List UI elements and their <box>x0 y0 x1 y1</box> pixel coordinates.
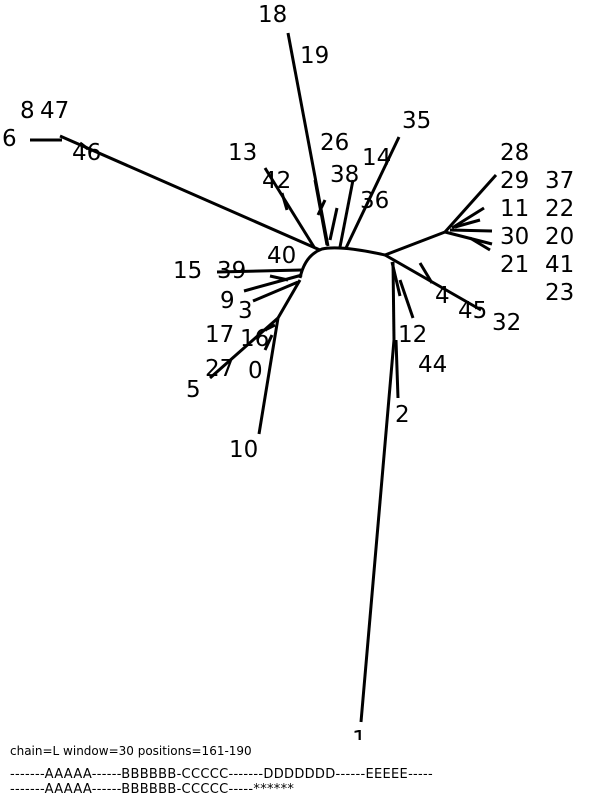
leaf-label: 30 <box>500 224 529 250</box>
leaf-label: 15 <box>173 258 202 284</box>
branch-2 <box>394 339 400 399</box>
branch-tip <box>451 206 485 230</box>
sequence-line-2: -------AAAAA------BBBBBB-CCCCC-----*****… <box>10 782 295 797</box>
leaf-label: 21 <box>500 252 529 278</box>
leaf-label: 37 <box>545 168 574 194</box>
leaf-label: 46 <box>72 140 101 166</box>
leaf-labels: 1 2 12 44 4 45 32 28 29 37 11 22 30 20 4… <box>2 2 574 740</box>
leaf-label: 2 <box>395 402 410 428</box>
leaf-label: 40 <box>267 243 296 269</box>
branch-3 <box>252 280 299 303</box>
leaf-label: 13 <box>228 140 257 166</box>
branch-13-42 <box>263 167 316 248</box>
branch-1 <box>359 339 396 723</box>
branch-9 <box>243 273 303 293</box>
core-arc <box>298 246 386 279</box>
leaf-label: 29 <box>500 168 529 194</box>
leaf-label: 45 <box>458 298 487 324</box>
leaf-label: 6 <box>2 126 17 152</box>
branch-tip <box>264 323 276 332</box>
leaf-label: 32 <box>492 310 521 336</box>
leaf-label: 5 <box>186 377 201 403</box>
leaf-label: 39 <box>217 258 246 284</box>
branch-38 <box>328 207 339 241</box>
branch-32 <box>384 253 482 312</box>
branch-right <box>384 230 446 257</box>
branch-10 <box>257 317 280 435</box>
leaf-label: 44 <box>418 352 447 378</box>
leaf-label: 41 <box>545 252 574 278</box>
leaf-label: 28 <box>500 140 529 166</box>
branch-tip <box>79 141 89 151</box>
leaf-label: 38 <box>330 162 359 188</box>
branch-tip <box>454 218 481 229</box>
leaf-label: 42 <box>262 168 291 194</box>
leaf-label: 26 <box>320 130 349 156</box>
leaf-label: 23 <box>545 280 574 306</box>
branch-lower-left <box>276 279 302 319</box>
leaf-label: 14 <box>362 145 391 171</box>
branch-1-2 <box>391 261 396 341</box>
branch-tip <box>444 230 493 246</box>
leaf-label: 9 <box>220 288 235 314</box>
branch-6-8-47-46 <box>59 134 321 252</box>
branch-tip <box>316 199 327 216</box>
leaf-label: 20 <box>545 224 574 250</box>
leaf-label: 4 <box>435 283 450 309</box>
leaf-label: 36 <box>360 188 389 214</box>
leaf-label: 11 <box>500 196 529 222</box>
tree-branches <box>30 32 498 723</box>
branch-tip <box>469 236 491 252</box>
leaf-label: 22 <box>545 196 574 222</box>
branch-4 <box>418 262 434 284</box>
leaf-label: 12 <box>398 322 427 348</box>
branch-28 <box>443 173 498 234</box>
leaf-label: 8 <box>20 98 35 124</box>
leaf-label: 3 <box>238 298 253 324</box>
leaf-label: 18 <box>258 2 287 28</box>
branch-tip <box>280 192 289 211</box>
leaf-label: 17 <box>205 322 234 348</box>
leaf-label: 1 <box>352 727 367 740</box>
leaf-label: 27 <box>205 356 234 382</box>
branch-tip <box>263 334 274 351</box>
leaf-label: 35 <box>402 108 431 134</box>
leaf-label: 0 <box>248 358 263 384</box>
tree-diagram: 1 2 12 44 4 45 32 28 29 37 11 22 30 20 4… <box>2 2 574 740</box>
chain-info: chain=L window=30 positions=161-190 <box>10 744 252 758</box>
leaf-label: 16 <box>240 326 269 352</box>
sequence-line-1: -------AAAAA------BBBBBB-CCCCC-------DDD… <box>10 767 434 782</box>
leaf-label: 19 <box>300 43 329 69</box>
leaf-label: 47 <box>40 98 69 124</box>
branch-tip <box>449 228 493 233</box>
leaf-label: 10 <box>229 437 258 463</box>
branch-35-14 <box>344 136 401 249</box>
branch-15-39 <box>216 268 303 274</box>
branch-44 <box>398 279 415 319</box>
branch-26 <box>313 179 329 246</box>
branch-36 <box>338 179 355 248</box>
